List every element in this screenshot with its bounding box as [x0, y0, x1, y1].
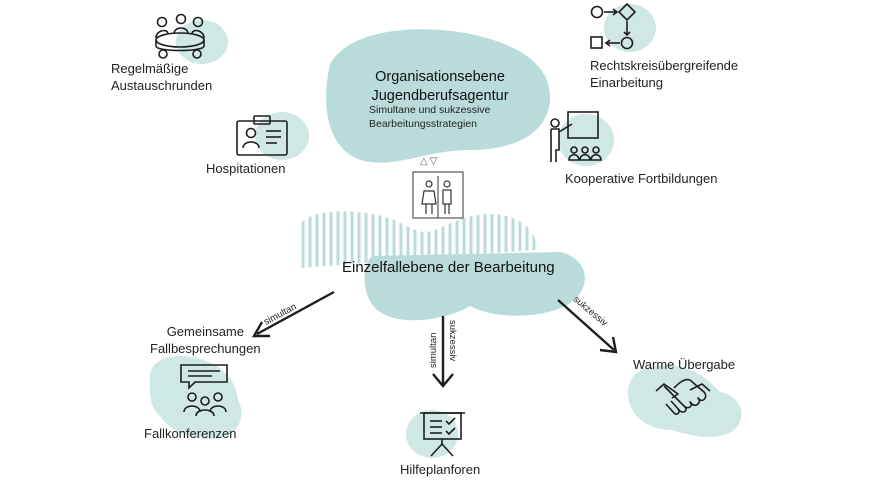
case-conferences-label: Fallkonferenzen — [144, 426, 237, 441]
case-meetings-line1: Gemeinsame — [166, 324, 244, 339]
regular-exchange-line2: Austauschrunden — [111, 78, 213, 93]
handshake-icon — [655, 378, 711, 415]
elevator-up-icon: △ — [420, 156, 430, 167]
arrow-right-sukzessiv — [557, 299, 618, 354]
meeting-table-icon — [155, 13, 205, 59]
arrow-center-label-b: sukzessiv — [447, 320, 458, 362]
presentation-training-icon — [550, 111, 602, 162]
organisation-blob — [326, 29, 551, 163]
elevator-arrows: △▽ — [420, 156, 439, 167]
cross-district-label: Rechtskreisübergreifende Einarbeitung — [590, 57, 738, 91]
organisation-title: Organisationsebene Jugendberufsagentur — [350, 68, 530, 106]
regular-exchange-label: Regelmäßige Austauschrunden — [111, 60, 212, 94]
organisation-title-line2: Jugendberufsagentur — [371, 88, 509, 104]
case-meetings-label: Gemeinsame Fallbesprechungen — [150, 323, 261, 357]
id-badge-icon — [236, 115, 288, 156]
cross-district-line2: Einarbeitung — [590, 75, 663, 90]
case-meetings-line2: Fallbesprechungen — [150, 341, 261, 356]
bg-circle-training — [558, 114, 614, 166]
regular-exchange-line1: Regelmäßige — [111, 61, 189, 76]
case-level-title: Einzelfallebene der Bearbeitung — [342, 259, 555, 276]
hospitations-label: Hospitationen — [206, 161, 286, 176]
arrow-center — [432, 316, 454, 388]
organisation-subtitle: Simultane und sukzessive Bearbeitungsstr… — [369, 104, 490, 131]
help-plan-forums-label: Hilfeplanforen — [400, 462, 481, 477]
bg-circle-help-plan — [406, 410, 458, 458]
case-level-blob — [364, 252, 585, 321]
arrow-center-label-a: simultan — [428, 332, 439, 368]
process-flow-icon — [590, 2, 637, 50]
bg-circle-hospitations — [255, 112, 309, 160]
warm-handover-label: Warme Übergabe — [633, 357, 736, 372]
speech-group-icon — [180, 364, 228, 417]
elevator-icon — [412, 171, 464, 219]
bg-blob-warm-handover — [628, 365, 742, 437]
flipchart-icon — [420, 412, 465, 457]
bg-circle-cross-district — [604, 4, 656, 52]
elevator-down-icon: ▽ — [429, 156, 440, 167]
organisation-subtitle-line2: Bearbeitungsstrategien — [369, 117, 477, 130]
organisation-subtitle-line1: Simultane und sukzessive — [369, 104, 491, 116]
organisation-title-line1: Organisationsebene — [375, 69, 505, 85]
cross-district-line1: Rechtskreisübergreifende — [590, 58, 739, 73]
arrow-left-simultan — [251, 290, 335, 338]
cooperative-training-label: Kooperative Fortbildungen — [565, 171, 718, 186]
